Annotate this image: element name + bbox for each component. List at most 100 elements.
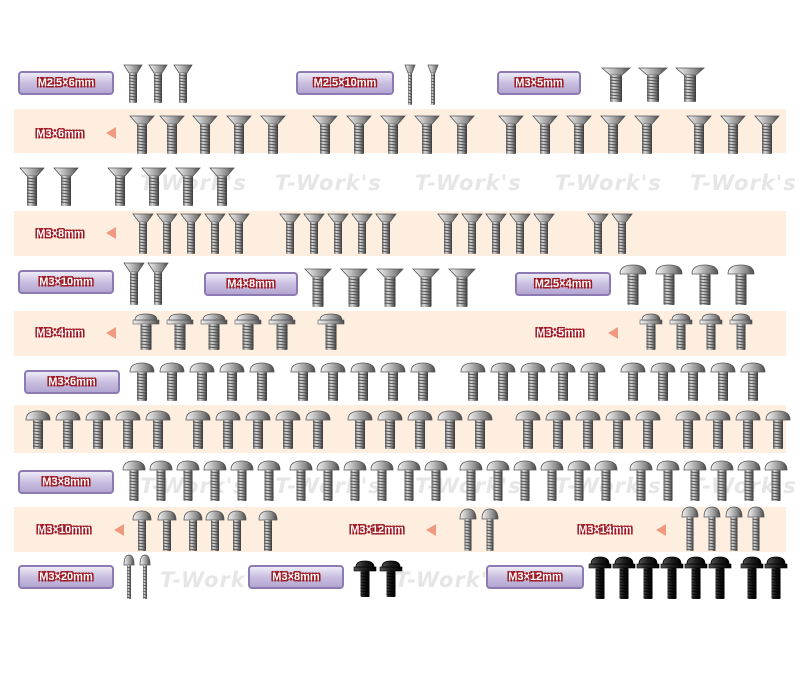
screw-flat-ti <box>260 115 286 154</box>
screw-flat-ti <box>375 213 397 254</box>
screw-button-ti <box>230 460 254 501</box>
screw-button-ti <box>725 506 743 551</box>
screw-flange-black <box>740 556 764 599</box>
screw-flat-ti <box>448 268 476 307</box>
size-label-m3x12-black: M3×12mm <box>486 565 584 589</box>
watermark: T-Work's <box>415 171 522 195</box>
size-label-m3x5-flanged: M3×5mm <box>520 323 600 343</box>
screw-flat-ti <box>509 213 531 254</box>
size-label-text: M2.5×10mm <box>313 77 377 89</box>
screw-button-ti <box>629 460 653 501</box>
screw-button-ti <box>215 410 241 449</box>
size-label-m2.5x6: M2.5×6mm <box>18 71 114 95</box>
screw-flange-black <box>660 556 684 599</box>
screw-button-ti <box>765 410 791 449</box>
screw-flat-ti <box>637 67 669 102</box>
screw-button-ti <box>705 410 731 449</box>
screw-flange-black <box>588 556 612 599</box>
screw-flat-ti <box>173 64 193 103</box>
screw-button-ti <box>747 506 765 551</box>
screw-flat-ti <box>204 213 226 254</box>
screw-flat-ti <box>226 115 252 154</box>
screw-button-ti <box>183 510 203 551</box>
screw-flange-ti <box>669 313 693 350</box>
screw-flat-ti <box>686 115 712 154</box>
screw-flat-ti <box>175 167 201 206</box>
screw-flat-ti <box>600 67 632 102</box>
size-label-m3x10-flat: M3×10mm <box>18 270 114 294</box>
screw-button-ti <box>550 362 576 401</box>
screw-button-ti <box>289 460 313 501</box>
screw-button-ti <box>290 362 316 401</box>
screw-button-ti <box>459 460 483 501</box>
size-label-m3x6-flat: M3×6mm <box>20 124 100 144</box>
screw-button-ti <box>350 362 376 401</box>
screw-button-ti <box>460 362 486 401</box>
size-label-text: M3×8mm <box>272 571 320 583</box>
screw-flat-ti <box>107 167 133 206</box>
screw-flange-ti <box>166 313 194 350</box>
screw-flat-ti <box>180 213 202 254</box>
screw-button-ti <box>594 460 618 501</box>
screw-flat-ti <box>380 115 406 154</box>
size-label-m3x5: M3×5mm <box>497 71 581 95</box>
screw-button-ti <box>157 510 177 551</box>
size-label-text: M4×8mm <box>227 278 275 290</box>
screw-button-ti <box>407 410 433 449</box>
screw-button-ti <box>520 362 546 401</box>
screw-flat-ti <box>600 115 626 154</box>
size-label-text: M3×6mm <box>36 128 84 140</box>
size-label-m4x8: M4×8mm <box>204 272 298 296</box>
screw-flange-ti <box>317 313 345 350</box>
screw-button-ti <box>605 410 631 449</box>
screw-button-ti <box>490 362 516 401</box>
screw-button-ti <box>176 460 200 501</box>
screw-flat-ti <box>449 115 475 154</box>
screw-flat-ti <box>498 115 524 154</box>
screw-button-ti <box>258 510 278 551</box>
screw-button-ti <box>575 410 601 449</box>
size-label-text: M3×14mm <box>578 524 632 536</box>
watermark: T-Work's <box>395 568 502 592</box>
screw-flange-black <box>684 556 708 599</box>
screw-flat-ti <box>141 167 167 206</box>
screw-flange-black <box>636 556 660 599</box>
screw-flat-ti <box>148 64 168 103</box>
size-label-m3x8-flat: M3×8mm <box>20 224 100 244</box>
screw-button-ti <box>681 506 699 551</box>
screw-button-ti <box>380 362 406 401</box>
screw-flange-black <box>353 560 377 597</box>
screw-flat-ti <box>404 64 416 105</box>
screw-button-ti <box>55 410 81 449</box>
screw-button-ti <box>567 460 591 501</box>
size-label-text: M3×4mm <box>36 327 84 339</box>
screw-button-ti <box>656 460 680 501</box>
screw-button-ti <box>513 460 537 501</box>
screw-flat-ti <box>566 115 592 154</box>
screw-flange-black <box>379 560 403 597</box>
screw-flat-ti <box>461 213 483 254</box>
screw-flat-ti <box>312 115 338 154</box>
screw-button-ti <box>370 460 394 501</box>
screw-button-ti <box>580 362 606 401</box>
screw-button-ti <box>459 508 477 551</box>
screw-flat-ti <box>132 213 154 254</box>
screw-button-ti <box>203 460 227 501</box>
screw-button-ti <box>740 362 766 401</box>
screw-flat-ti <box>159 115 185 154</box>
screw-button-ti <box>655 264 683 305</box>
screw-button-ti <box>397 460 421 501</box>
screw-flat-ti <box>192 115 218 154</box>
screw-flat-ti <box>634 115 660 154</box>
screw-flange-black <box>764 556 788 599</box>
screw-flat-ti <box>485 213 507 254</box>
screw-button-ti <box>764 460 788 501</box>
screw-flange-black <box>612 556 636 599</box>
screw-flat-ti <box>123 262 145 305</box>
size-label-m3x8-black: M3×8mm <box>248 565 344 589</box>
watermark: T-Work's <box>690 171 797 195</box>
size-label-text: M3×6mm <box>48 376 96 388</box>
screw-flat-ti <box>123 64 143 103</box>
screw-flat-ti <box>414 115 440 154</box>
size-label-text: M2.5×4mm <box>534 278 592 290</box>
